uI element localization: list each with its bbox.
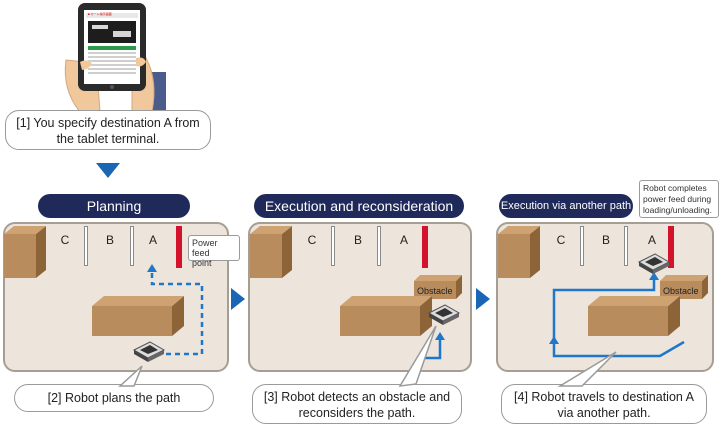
- panel-planning-callout-line1: [2] Robot plans the path: [47, 391, 181, 405]
- bay-label-b: B: [105, 233, 114, 247]
- robot-icon: [427, 304, 461, 325]
- obstacle-box: [92, 296, 184, 336]
- bay-label-c: C: [556, 233, 566, 247]
- panel-planning-callout: [2] Robot plans the path: [14, 384, 214, 412]
- annotation-line2: power feed during: [643, 194, 712, 204]
- panel-another-path-callout-line1: [4] Robot travels to destination A: [514, 390, 694, 404]
- panel-execution-callout: [3] Robot detects an obstacle and recons…: [252, 384, 462, 424]
- panel-execution-callout-line1: [3] Robot detects an obstacle and: [263, 390, 451, 404]
- small-obstacle-box: [660, 275, 708, 299]
- panel-another-path-callout: [4] Robot travels to destination A via a…: [501, 384, 707, 424]
- step1-text-line1: [1] You specify destination A from: [16, 116, 200, 130]
- bay-post: [84, 226, 88, 266]
- bay-post: [580, 226, 584, 266]
- bay-label-a: A: [399, 233, 408, 247]
- bay-label-a: A: [647, 233, 656, 247]
- bay-post: [377, 226, 381, 266]
- power-feed-annotation-line1: Power feed: [192, 238, 218, 258]
- power-feed-annotation: Power feed point: [188, 235, 240, 268]
- tablet-hands-graphic: [64, 3, 166, 113]
- bay-post: [130, 226, 134, 266]
- robot-icon: [637, 253, 671, 274]
- panel-another-path-title: Execution via another path: [499, 194, 633, 218]
- annotation-line3: loading/unloading.: [643, 205, 713, 215]
- bay-post: [624, 226, 628, 266]
- power-feed-point: [668, 226, 674, 268]
- power-feed-completion-annotation: Robot completes power feed during loadin…: [639, 180, 719, 218]
- panel-execution-callout-line2: reconsiders the path.: [298, 406, 416, 420]
- storage-box-corner: [4, 226, 46, 278]
- obstacle-label: Obstacle: [417, 286, 453, 296]
- power-feed-annotation-line2: point: [192, 258, 212, 268]
- step1-callout: [1] You specify destination A from the t…: [5, 110, 211, 150]
- bay-label-b: B: [353, 233, 362, 247]
- down-arrow-icon: [96, 163, 120, 178]
- small-obstacle-box: [414, 275, 462, 299]
- tablet-screen-title: ■ カート指示画面: [88, 12, 112, 16]
- robot-icon: [132, 341, 166, 362]
- bay-label-b: B: [601, 233, 610, 247]
- callout-pointer: [557, 351, 617, 387]
- obstacle-box: [340, 296, 432, 336]
- power-feed-point: [422, 226, 428, 268]
- power-feed-point: [176, 226, 182, 268]
- bay-post: [331, 226, 335, 266]
- next-arrow-icon: [476, 288, 490, 310]
- callout-pointer: [398, 325, 437, 387]
- replanned-path: [424, 332, 445, 360]
- next-arrow-icon: [231, 288, 245, 310]
- obstacle-box: [588, 296, 680, 336]
- callout-pointer: [118, 365, 143, 387]
- panel-execution-title: Execution and reconsideration: [254, 194, 464, 218]
- annotation-line1: Robot completes: [643, 183, 707, 193]
- tablet-illustration: ■ カート指示画面: [58, 0, 168, 113]
- step1-text-line2: the tablet terminal.: [56, 132, 160, 146]
- bay-label-c: C: [307, 233, 317, 247]
- alternate-path: [549, 272, 685, 358]
- panel-another-path-callout-line2: via another path.: [557, 406, 651, 420]
- panel-planning-title: Planning: [38, 194, 190, 218]
- storage-box-corner: [498, 226, 540, 278]
- bay-label-a: A: [148, 233, 157, 247]
- storage-box-corner: [250, 226, 292, 278]
- bay-label-c: C: [60, 233, 70, 247]
- obstacle-label: Obstacle: [663, 286, 699, 296]
- planned-path: [147, 264, 204, 356]
